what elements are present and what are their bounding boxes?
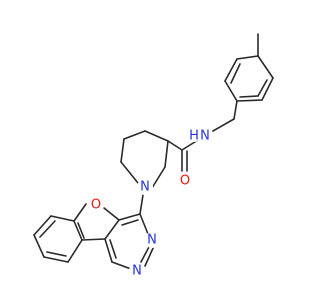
bond-skeleton bbox=[33, 33, 274, 270]
atom-n-amide: N bbox=[197, 128, 213, 144]
atom-label: O bbox=[91, 198, 101, 213]
atom-label: N bbox=[200, 129, 210, 144]
structure-canvas: O O N H N N N bbox=[33, 33, 274, 279]
atom-label: N bbox=[132, 264, 142, 279]
atom-n-piperidine: N bbox=[137, 179, 153, 195]
atom-label: N bbox=[140, 180, 150, 195]
atom-n-pyrimidine-2: N bbox=[129, 263, 145, 279]
atom-label: O bbox=[180, 174, 190, 189]
molecule-structure: O O N H N N N bbox=[33, 33, 274, 279]
atom-o-furan: O bbox=[88, 197, 104, 213]
atom-label: H bbox=[189, 129, 199, 144]
atom-o-carbonyl: O bbox=[177, 173, 193, 189]
atom-label: N bbox=[147, 233, 157, 248]
atom-h-amide: H bbox=[188, 129, 200, 144]
atom-n-pyrimidine-1: N bbox=[144, 232, 160, 248]
